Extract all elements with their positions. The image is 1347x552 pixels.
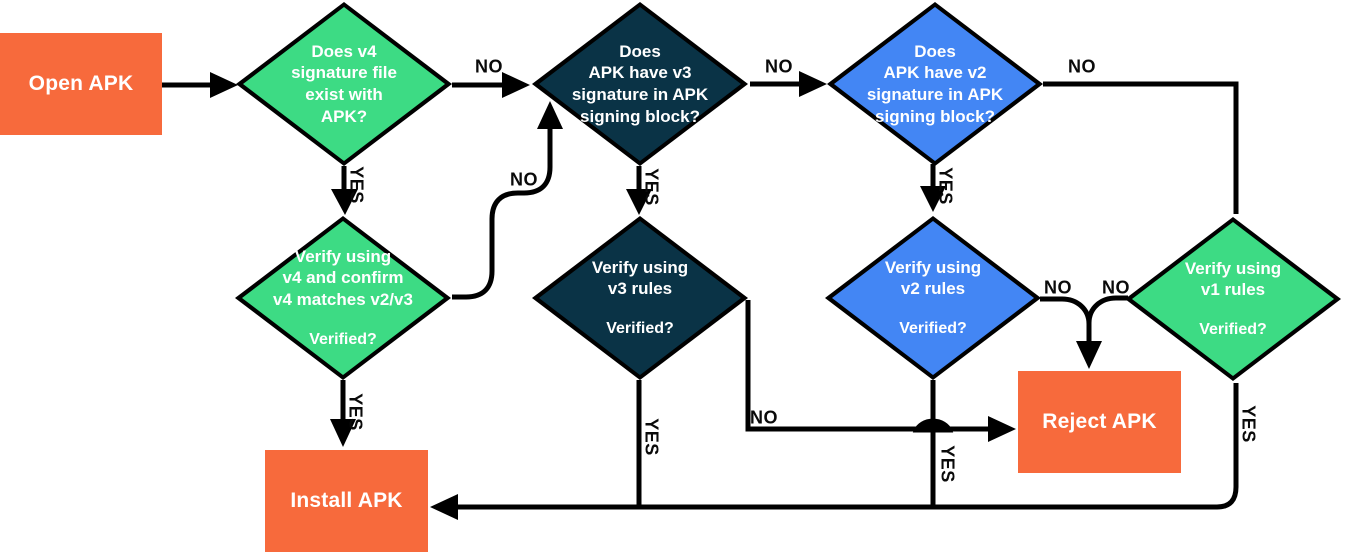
node-verify-v3-text: Verify using v3 rules Verified?	[532, 216, 748, 380]
edge-label-verifyv2-no: NO	[1044, 277, 1072, 298]
edge-verifyv2-no	[1040, 296, 1092, 342]
node-v4-signature-exists: Does v4 signature file exist with APK?	[236, 2, 452, 166]
edge-label-verifyv1-yes: YES	[1238, 405, 1259, 443]
node-verify-v2: Verify using v2 rules Verified?	[825, 216, 1041, 380]
arrowhead-right-icon	[799, 71, 827, 97]
node-v3-signature-block: Does APK have v3 signature in APK signin…	[532, 2, 748, 166]
node-verify-v3-sublabel: Verified?	[606, 320, 674, 338]
edge-label-verifyv4-no: NO	[510, 169, 538, 190]
edge-v2block-no	[1043, 81, 1239, 214]
edge-label-v4exists-no: NO	[475, 56, 503, 77]
arrowhead-down-icon	[331, 189, 358, 215]
arrowhead-down-icon	[920, 186, 946, 212]
node-v2-signature-block: Does APK have v2 signature in APK signin…	[827, 2, 1043, 166]
node-reject-apk-label: Reject APK	[1042, 410, 1157, 433]
arrowhead-right-icon	[988, 416, 1016, 442]
edge-verifyv4-no	[452, 128, 553, 300]
node-verify-v2-sublabel: Verified?	[899, 320, 967, 338]
edge-label-verifyv3-yes: YES	[641, 418, 662, 456]
arrowhead-down-icon	[330, 419, 356, 447]
arrowhead-down-icon	[1076, 341, 1102, 369]
node-verify-v3-label: Verify using v3 rules	[591, 257, 689, 299]
edge-label-v3block-no: NO	[765, 56, 793, 77]
edge-label-verifyv1-no: NO	[1102, 277, 1130, 298]
node-verify-v4-sublabel: Verified?	[309, 330, 377, 348]
node-open-apk: Open APK	[0, 33, 162, 135]
node-install-apk-label: Install APK	[290, 489, 403, 512]
edge-label-verifyv3-no: NO	[750, 407, 778, 428]
edge-label-verifyv2-yes: YES	[937, 445, 958, 483]
arrowhead-up-icon	[537, 101, 563, 129]
edge-label-v2block-yes: YES	[935, 167, 956, 205]
edge-label-v2block-no: NO	[1068, 56, 1096, 77]
node-verify-v2-label: Verify using v2 rules	[884, 257, 982, 299]
node-v2-signature-block-label: Does APK have v2 signature in APK signin…	[866, 41, 1004, 126]
node-verify-v4-text: Verify using v4 and confirm v4 matches v…	[235, 216, 451, 380]
arrowhead-down-icon	[626, 189, 652, 215]
arrowhead-left-icon	[430, 494, 458, 520]
edge-label-v3block-yes: YES	[641, 168, 662, 206]
edge-verifyv3-no	[745, 300, 990, 432]
node-verify-v1-sublabel: Verified?	[1199, 321, 1267, 339]
node-verify-v1: Verify using v1 rules Verified?	[1125, 217, 1341, 381]
node-reject-apk: Reject APK	[1018, 371, 1181, 473]
node-verify-v2-text: Verify using v2 rules Verified?	[825, 216, 1041, 380]
node-v3-signature-block-label: Does APK have v3 signature in APK signin…	[571, 41, 709, 126]
node-verify-v4-label: Verify using v4 and confirm v4 matches v…	[273, 246, 413, 310]
arrowhead-right-icon	[502, 72, 530, 98]
edge-label-v4exists-yes: YES	[346, 166, 367, 204]
node-open-apk-label: Open APK	[28, 72, 134, 95]
node-verify-v4: Verify using v4 and confirm v4 matches v…	[235, 216, 451, 380]
node-install-apk: Install APK	[265, 450, 428, 552]
node-verify-v1-label: Verify using v1 rules	[1184, 258, 1282, 300]
node-verify-v3: Verify using v3 rules Verified?	[532, 216, 748, 380]
arrowhead-right-icon	[210, 72, 238, 98]
edge-verifyv1-no	[1086, 295, 1128, 342]
node-verify-v1-text: Verify using v1 rules Verified?	[1125, 217, 1341, 381]
node-v4-signature-exists-label: Does v4 signature file exist with APK?	[291, 41, 397, 126]
edge-label-verifyv4-yes: YES	[345, 393, 366, 431]
edge-verifyv1-yes-rail	[456, 383, 1239, 510]
